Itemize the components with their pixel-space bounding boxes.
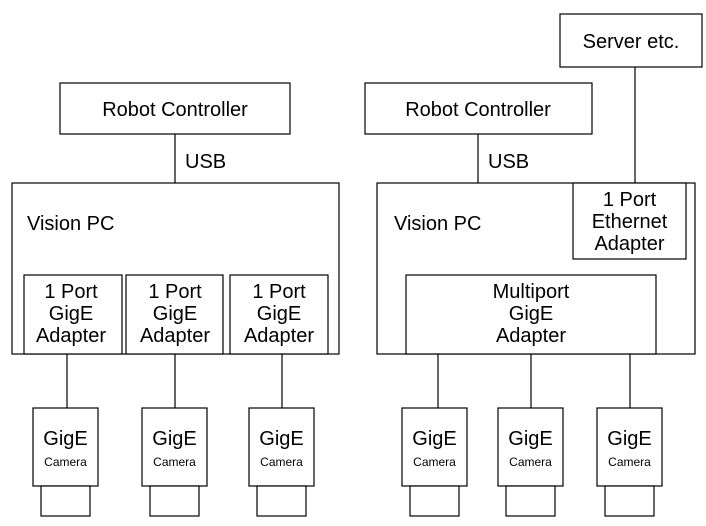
camera-label: GigE: [508, 428, 552, 450]
multiport-adapter-box: [405, 274, 657, 355]
adapter-line-3: Adapter: [244, 325, 314, 347]
camera-lens: [256, 485, 307, 517]
server-label: Server etc.: [583, 31, 680, 53]
gige-adapter-3-left: 1 Port GigE Adapter: [229, 274, 329, 355]
adapter-line-3: Adapter: [140, 325, 210, 347]
camera-body: [497, 407, 564, 487]
multiport-adapter-line-1: Multiport: [493, 281, 570, 303]
adapter-line-3: Adapter: [36, 325, 106, 347]
robot-controller-label-right: Robot Controller: [405, 99, 551, 121]
camera-lens: [149, 485, 200, 517]
gige-camera-1-right: GigE Camera: [401, 407, 468, 517]
camera-sublabel: Camera: [413, 455, 456, 469]
camera-lens: [409, 485, 460, 517]
vision-pc-label-left: Vision PC: [27, 213, 114, 235]
adapter-box: [23, 274, 123, 355]
gige-camera-1-left: GigE Camera: [32, 407, 99, 517]
camera-lens: [40, 485, 91, 517]
adapter-line-1: 1 Port: [252, 281, 306, 303]
gige-camera-3-right: GigE Camera: [596, 407, 663, 517]
adapter-box: [229, 274, 329, 355]
adapter-line-1: 1 Port: [44, 281, 98, 303]
ethernet-adapter-line-3: Adapter: [594, 233, 664, 255]
camera-body: [248, 407, 315, 487]
camera-lens: [604, 485, 655, 517]
usb-label-left: USB: [185, 151, 226, 173]
ethernet-adapter-line-2: Ethernet: [592, 211, 668, 233]
left-diagram: Robot Controller USB Vision PC 1 Port Gi…: [11, 82, 340, 517]
camera-sublabel: Camera: [44, 455, 87, 469]
robot-controller-box-left: [59, 82, 291, 135]
camera-body: [401, 407, 468, 487]
multiport-adapter-line-3: Adapter: [496, 325, 566, 347]
gige-camera-2-left: GigE Camera: [141, 407, 208, 517]
camera-sublabel: Camera: [608, 455, 651, 469]
robot-controller-label-left: Robot Controller: [102, 99, 248, 121]
camera-sublabel: Camera: [260, 455, 303, 469]
gige-camera-3-left: GigE Camera: [248, 407, 315, 517]
adapter-line-2: GigE: [153, 303, 197, 325]
camera-sublabel: Camera: [509, 455, 552, 469]
vision-pc-label-right: Vision PC: [394, 213, 481, 235]
adapter-line-1: 1 Port: [148, 281, 202, 303]
camera-label: GigE: [43, 428, 87, 450]
multiport-adapter-line-2: GigE: [509, 303, 553, 325]
adapter-line-2: GigE: [257, 303, 301, 325]
camera-lens: [505, 485, 556, 517]
camera-sublabel: Camera: [153, 455, 196, 469]
camera-label: GigE: [607, 428, 651, 450]
camera-body: [596, 407, 663, 487]
usb-label-right: USB: [488, 151, 529, 173]
gige-adapter-2-left: 1 Port GigE Adapter: [125, 274, 224, 355]
camera-label: GigE: [412, 428, 456, 450]
ethernet-adapter-box: [572, 182, 687, 260]
gige-camera-2-right: GigE Camera: [497, 407, 564, 517]
adapter-line-2: GigE: [49, 303, 93, 325]
gige-adapter-1-left: 1 Port GigE Adapter: [23, 274, 123, 355]
camera-label: GigE: [152, 428, 196, 450]
camera-label: GigE: [259, 428, 303, 450]
server-box: [559, 13, 703, 68]
camera-body: [141, 407, 208, 487]
ethernet-adapter-line-1: 1 Port: [603, 189, 657, 211]
adapter-box: [125, 274, 224, 355]
multiport-adapter-right: Multiport GigE Adapter: [405, 274, 657, 355]
robot-controller-box-right: [364, 82, 593, 135]
ethernet-adapter-right: 1 Port Ethernet Adapter: [572, 182, 687, 260]
right-diagram: Server etc. Robot Controller USB Vision …: [364, 13, 703, 517]
camera-body: [32, 407, 99, 487]
